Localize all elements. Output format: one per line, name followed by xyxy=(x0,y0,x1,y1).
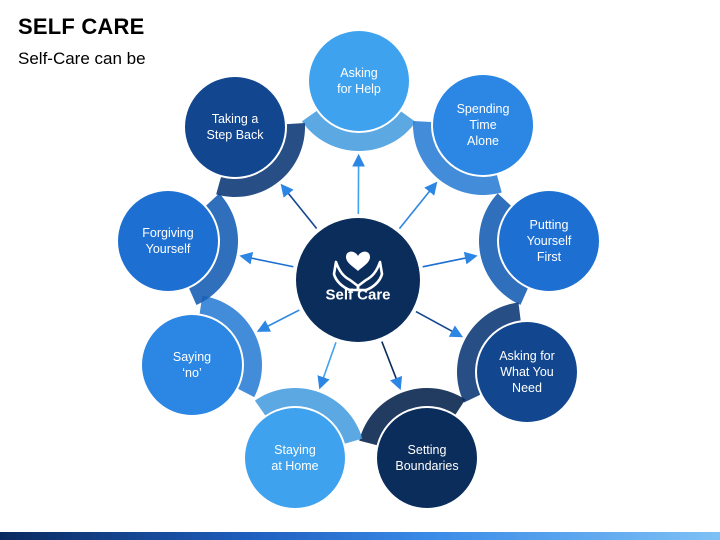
node-circle xyxy=(433,75,533,175)
node-circle xyxy=(477,322,577,422)
bottom-accent-bar xyxy=(0,532,720,540)
node-accent-shape xyxy=(189,193,239,305)
node-label: Putting Yourself First xyxy=(526,218,572,264)
connector-arrow xyxy=(381,341,403,391)
node-accent-shape xyxy=(479,193,528,305)
node-circle xyxy=(245,408,345,508)
node-label: Asking for What You Need xyxy=(499,349,555,395)
node-circle xyxy=(499,191,599,291)
node-label: Asking for Help xyxy=(337,66,381,96)
node-accent-shape xyxy=(359,387,466,446)
node-label: Forgiving Yourself xyxy=(142,226,194,256)
node-circle xyxy=(377,408,477,508)
node-label: Spending Time Alone xyxy=(456,102,510,148)
node-label: Setting Boundaries xyxy=(395,443,459,473)
connector-arrow xyxy=(398,181,438,230)
center-label: Self Care xyxy=(325,286,391,304)
connector-arrow xyxy=(256,309,300,332)
node-circle xyxy=(118,191,218,291)
node-label: Saying ‘no’ xyxy=(172,350,212,380)
connector-arrow xyxy=(422,251,478,268)
node-accent-shape xyxy=(301,111,416,151)
node-circle xyxy=(142,315,242,415)
connector-arrow xyxy=(415,310,464,338)
node-accent-shape xyxy=(199,295,262,398)
node-accent-shape xyxy=(254,388,363,444)
heart-hands-icon xyxy=(332,251,384,292)
connector-arrow xyxy=(239,251,294,268)
page-title: SELF CARE xyxy=(18,14,145,39)
center-circle xyxy=(296,218,420,342)
node-accent-shape xyxy=(457,302,521,403)
connector-arrow xyxy=(280,183,318,230)
node-accent-shape xyxy=(216,123,306,197)
page-subtitle: Self-Care can be xyxy=(18,49,146,68)
node-label: Staying at Home xyxy=(271,443,319,473)
node-circle xyxy=(185,77,285,177)
node-accent-shape xyxy=(413,120,502,195)
connector-arrow xyxy=(317,341,337,390)
node-label: Taking a Step Back xyxy=(206,112,264,142)
node-circle xyxy=(309,31,409,131)
